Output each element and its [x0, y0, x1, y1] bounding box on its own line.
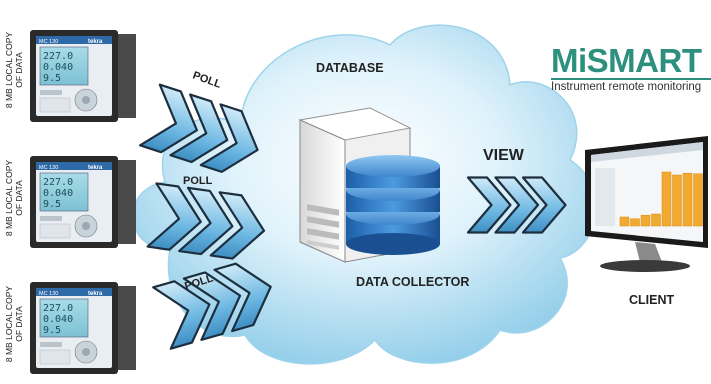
client-chart-bar	[693, 173, 703, 227]
chevron-arrow-icon	[466, 176, 512, 234]
brand-name: MiSMART	[551, 42, 702, 79]
poll-arrow-1	[139, 83, 259, 173]
meter-reading: 227.0	[43, 303, 73, 314]
meter-2-side-label: 8 MB LOCAL COPY OF DATA	[4, 159, 24, 237]
chevron-arrow-icon	[213, 262, 272, 333]
meter-reading: 0.040	[43, 188, 73, 199]
meter-model: MC 130	[39, 165, 58, 171]
database-icon	[346, 155, 440, 255]
chevron-arrow-icon	[178, 186, 234, 256]
chevron-arrow-icon	[521, 176, 567, 234]
meter-reading: 227.0	[43, 51, 73, 62]
chevron-arrow-icon	[199, 103, 259, 173]
meter-model: MC 130	[39, 291, 58, 297]
chevron-arrow-icon	[494, 176, 540, 234]
client-chart-bar	[640, 214, 651, 227]
chevron-arrow-icon	[182, 271, 242, 341]
meter-logo: tekra	[88, 291, 103, 297]
client-chart	[619, 171, 703, 227]
chevron-arrow-icon	[209, 191, 266, 260]
poll-label-1: POLL	[191, 70, 223, 91]
meter-reading: 9.5	[43, 73, 61, 84]
data-collector-label: DATA COLLECTOR	[356, 275, 469, 289]
chevron-arrow-icon	[152, 280, 211, 350]
poll-label-2: POLL	[183, 175, 213, 187]
meter-reading: 9.5	[43, 199, 61, 210]
meter-reading: 9.5	[43, 325, 61, 336]
client-chart-bar	[672, 174, 682, 227]
meter-model: MC 130	[39, 39, 58, 45]
meter-reading: 0.040	[43, 62, 73, 73]
client-chart-bar	[619, 216, 630, 227]
poll-arrow-2	[146, 182, 266, 260]
chevron-arrow-icon	[139, 83, 198, 154]
view-arrow	[466, 176, 567, 234]
client-monitor-icon	[585, 136, 708, 272]
meter-1-side-label: 8 MB LOCAL COPY OF DATA	[4, 31, 24, 109]
client-chart-bar	[630, 218, 640, 227]
chevron-arrow-icon	[169, 93, 229, 164]
brand-logo: MiSMART Instrument remote monitoring	[551, 44, 711, 93]
meter-reading: 227.0	[43, 177, 73, 188]
client-chart-bar	[651, 213, 661, 227]
meter-reading: 0.040	[43, 314, 73, 325]
client-chart-bar	[682, 172, 693, 227]
view-label: VIEW	[483, 147, 525, 164]
client-chart-bar	[661, 171, 672, 227]
meter-3-side-label: 8 MB LOCAL COPY OF DATA	[4, 285, 24, 363]
poll-arrow-3	[152, 262, 272, 350]
client-label: CLIENT	[629, 293, 675, 307]
chevron-arrows	[139, 83, 567, 350]
database-label: DATABASE	[316, 61, 384, 75]
meter-logo: tekra	[88, 165, 103, 171]
brand-tagline: Instrument remote monitoring	[551, 78, 711, 93]
meter-logo: tekra	[88, 39, 103, 45]
chevron-arrow-icon	[146, 182, 202, 251]
